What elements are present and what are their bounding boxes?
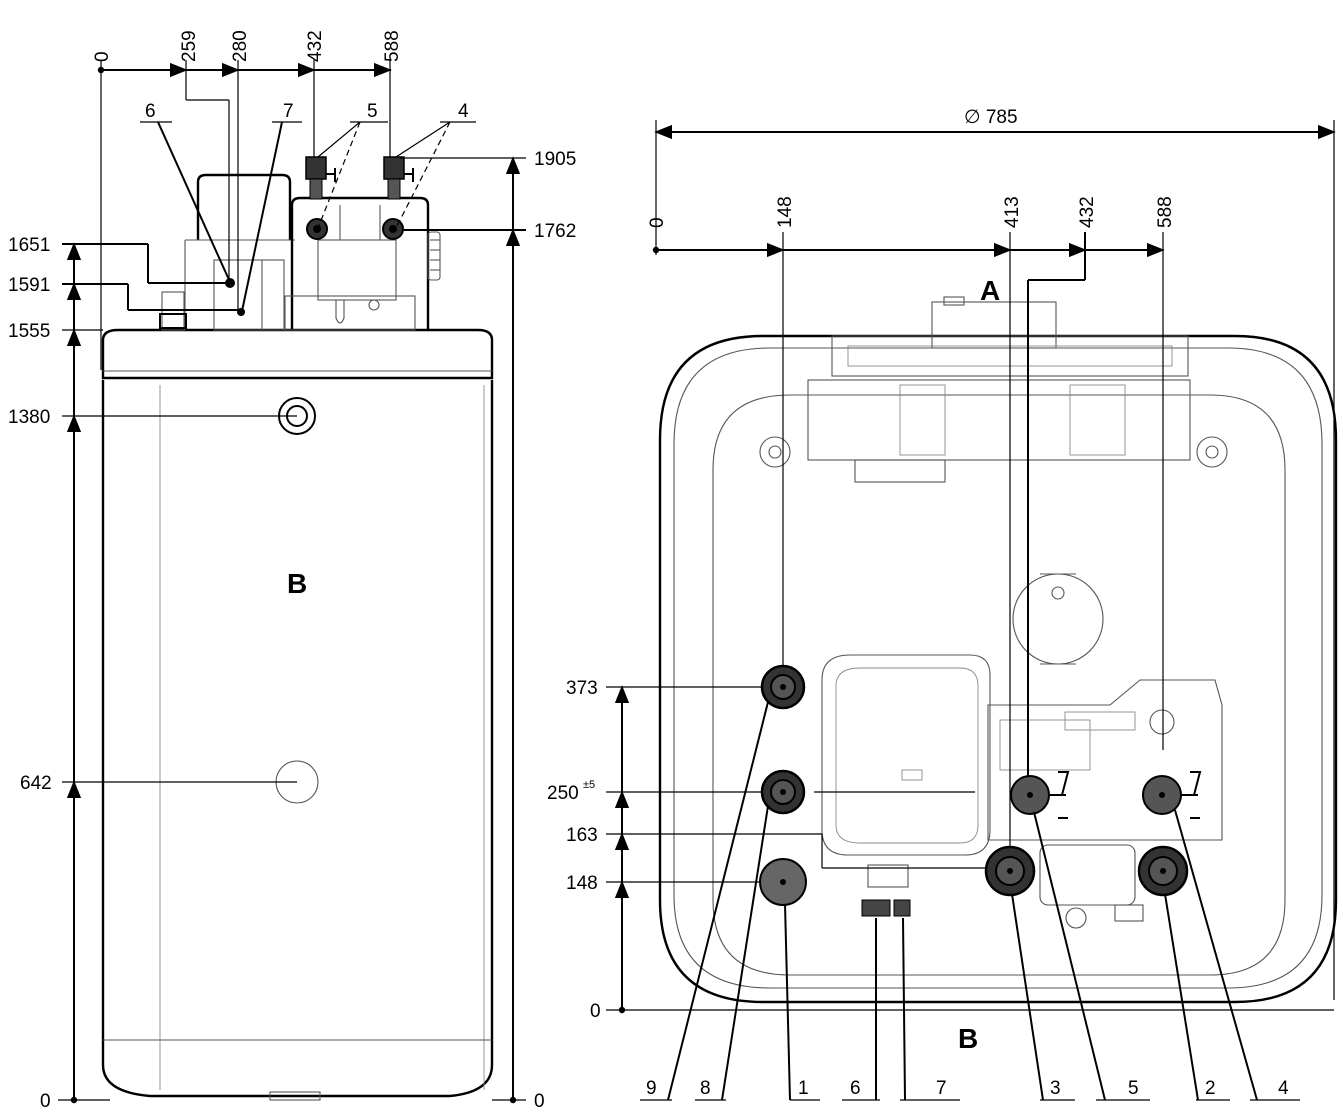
plan-callout-4: 4 bbox=[1278, 1078, 1289, 1099]
plan-label-b: B bbox=[958, 1023, 978, 1054]
right-dim-1762: 1762 bbox=[534, 221, 576, 242]
valve-5 bbox=[305, 156, 327, 180]
left-dim-1555: 1555 bbox=[8, 321, 50, 342]
valve-4 bbox=[383, 156, 405, 180]
housing-outline bbox=[658, 334, 1338, 1004]
left-callout-6: 6 bbox=[145, 101, 156, 122]
plan-callout-7: 7 bbox=[936, 1078, 947, 1099]
plan-callout-6: 6 bbox=[850, 1078, 861, 1099]
diameter-label: ∅ 785 bbox=[964, 107, 1018, 128]
tank-cover bbox=[101, 328, 494, 380]
bracket-a bbox=[931, 301, 1057, 349]
expansion-tank bbox=[821, 654, 991, 856]
plan-label-a: A bbox=[980, 275, 1000, 306]
right-dim-0: 0 bbox=[534, 1091, 545, 1112]
hydraulic-block bbox=[987, 679, 1223, 841]
plan-dim-250-tolerance: ±5 bbox=[583, 779, 595, 791]
side-elevation-view: 0 259 280 432 588 6 7 5 4 bbox=[8, 30, 576, 1112]
left-dim-1380: 1380 bbox=[8, 407, 50, 428]
left-callout-5: 5 bbox=[367, 101, 378, 122]
plan-dim-250: 250 bbox=[547, 783, 579, 804]
left-callout-4: 4 bbox=[458, 101, 469, 122]
pump-housing bbox=[196, 173, 292, 240]
left-top-dim-0: 0 bbox=[92, 51, 113, 62]
plan-callout-8: 8 bbox=[700, 1078, 711, 1099]
plan-callout-1: 1 bbox=[798, 1078, 809, 1099]
plan-dim-0: 0 bbox=[590, 1001, 601, 1022]
left-top-dim-280: 280 bbox=[230, 30, 251, 62]
tank-body bbox=[101, 380, 494, 1098]
plan-top-dim-413: 413 bbox=[1002, 196, 1023, 228]
plan-top-dim-0: 0 bbox=[647, 217, 668, 228]
valve-module bbox=[290, 196, 430, 330]
left-top-dim-259: 259 bbox=[179, 30, 200, 62]
plan-top-dim-148: 148 bbox=[775, 196, 796, 228]
plan-top-dim-432: 432 bbox=[1077, 196, 1098, 228]
left-callout-7: 7 bbox=[283, 101, 294, 122]
plan-dim-163: 163 bbox=[566, 825, 598, 846]
left-dim-1591: 1591 bbox=[8, 275, 50, 296]
zone-label-b-left: B bbox=[287, 568, 307, 599]
plan-top-dim-588: 588 bbox=[1155, 196, 1176, 228]
plan-callout-5: 5 bbox=[1128, 1078, 1139, 1099]
left-dim-642: 642 bbox=[20, 773, 52, 794]
plan-callout-9: 9 bbox=[646, 1078, 657, 1099]
right-dim-1905: 1905 bbox=[534, 149, 576, 170]
plan-callout-3: 3 bbox=[1050, 1078, 1061, 1099]
top-plan-view: ∅ 785 bbox=[547, 107, 1338, 1101]
plan-callout-2: 2 bbox=[1205, 1078, 1216, 1099]
left-top-dim-588: 588 bbox=[382, 30, 403, 62]
plan-dim-373: 373 bbox=[566, 678, 598, 699]
plan-dim-148: 148 bbox=[566, 873, 598, 894]
left-dim-0: 0 bbox=[40, 1091, 51, 1112]
left-dim-1651: 1651 bbox=[8, 235, 50, 256]
left-top-dim-432: 432 bbox=[305, 30, 326, 62]
